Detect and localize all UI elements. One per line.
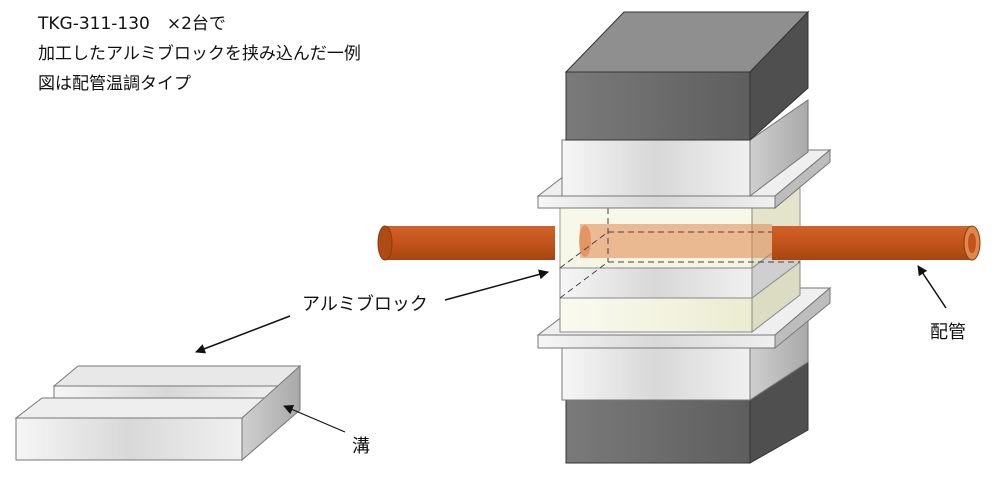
label-groove: 溝: [352, 436, 370, 457]
pipe-right: [772, 225, 981, 261]
grooved-aluminum-block: [14, 364, 302, 462]
label-pipe: 配管: [930, 322, 966, 343]
caption-line-3: 図は配管温調タイプ: [38, 74, 191, 94]
arrow-to-groove: [283, 404, 346, 433]
arrow-to-pipe: [917, 265, 947, 309]
aluminum-block-bottom: [559, 258, 801, 334]
top-dark-block: [564, 10, 810, 142]
caption-line-2: 加工したアルミブロックを挟み込んだ一例: [38, 44, 361, 64]
pipe-left: [377, 225, 555, 261]
upper-light-block: [561, 99, 809, 198]
label-aluminum-block: アルミブロック: [302, 294, 428, 315]
arrow-to-aluminum-block: [444, 269, 549, 301]
arrow-to-grooved-block: [195, 315, 291, 354]
caption-line-1: TKG-311-130 ×2台で: [38, 14, 226, 34]
